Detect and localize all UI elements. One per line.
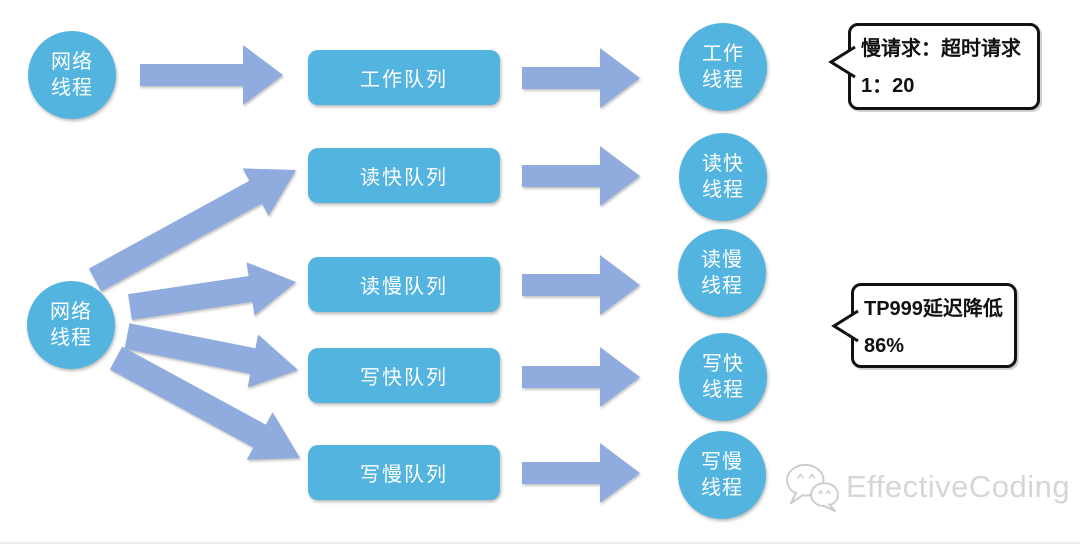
worker-node-write-fast: 写快 线程 xyxy=(679,333,767,421)
flow-arrow xyxy=(522,347,640,407)
flow-arrow xyxy=(522,255,640,315)
queue-box-read-slow: 读慢队列 xyxy=(308,257,500,312)
worker-node-read-slow: 读慢 线程 xyxy=(678,229,766,317)
flow-arrow xyxy=(522,443,640,503)
worker-node-work: 工作 线程 xyxy=(679,23,767,111)
worker-node-write-slow: 写慢 线程 xyxy=(678,431,766,519)
watermark-text: EffectiveCoding xyxy=(846,469,1071,504)
callout-line2: 1：20 xyxy=(861,75,915,97)
queue-box-write-slow: 写慢队列 xyxy=(308,445,500,500)
flow-arrow xyxy=(124,323,298,388)
queue-box-write-fast: 写快队列 xyxy=(308,348,500,403)
flow-arrow xyxy=(88,168,296,292)
worker-node-read-fast: 读快 线程 xyxy=(679,133,767,221)
callout-slow-request: 慢请求：超时请求 1：20 xyxy=(828,23,1040,110)
queue-box-read-fast: 读快队列 xyxy=(308,148,500,203)
queue-box-work: 工作队列 xyxy=(308,50,500,105)
flow-arrow xyxy=(128,262,296,320)
flow-arrow xyxy=(109,346,300,460)
network-thread-node-bottom: 网络 线程 xyxy=(27,281,115,369)
bottom-divider xyxy=(0,542,1080,544)
callout-tp999: TP999延迟降低 86% xyxy=(831,283,1017,368)
callout-line1: 慢请求：超时请求 xyxy=(861,38,1021,60)
watermark: EffectiveCoding xyxy=(784,462,1070,512)
callout-line1: TP999延迟降低 xyxy=(864,298,1003,320)
flow-arrow xyxy=(522,48,640,108)
flow-arrow xyxy=(140,45,283,105)
callout-tail-icon xyxy=(831,309,859,343)
flow-arrow xyxy=(522,146,640,206)
callout-tail-icon xyxy=(828,45,856,79)
network-thread-node-top: 网络 线程 xyxy=(28,31,116,119)
callout-line2: 86% xyxy=(864,335,905,357)
wechat-icon xyxy=(786,463,839,512)
